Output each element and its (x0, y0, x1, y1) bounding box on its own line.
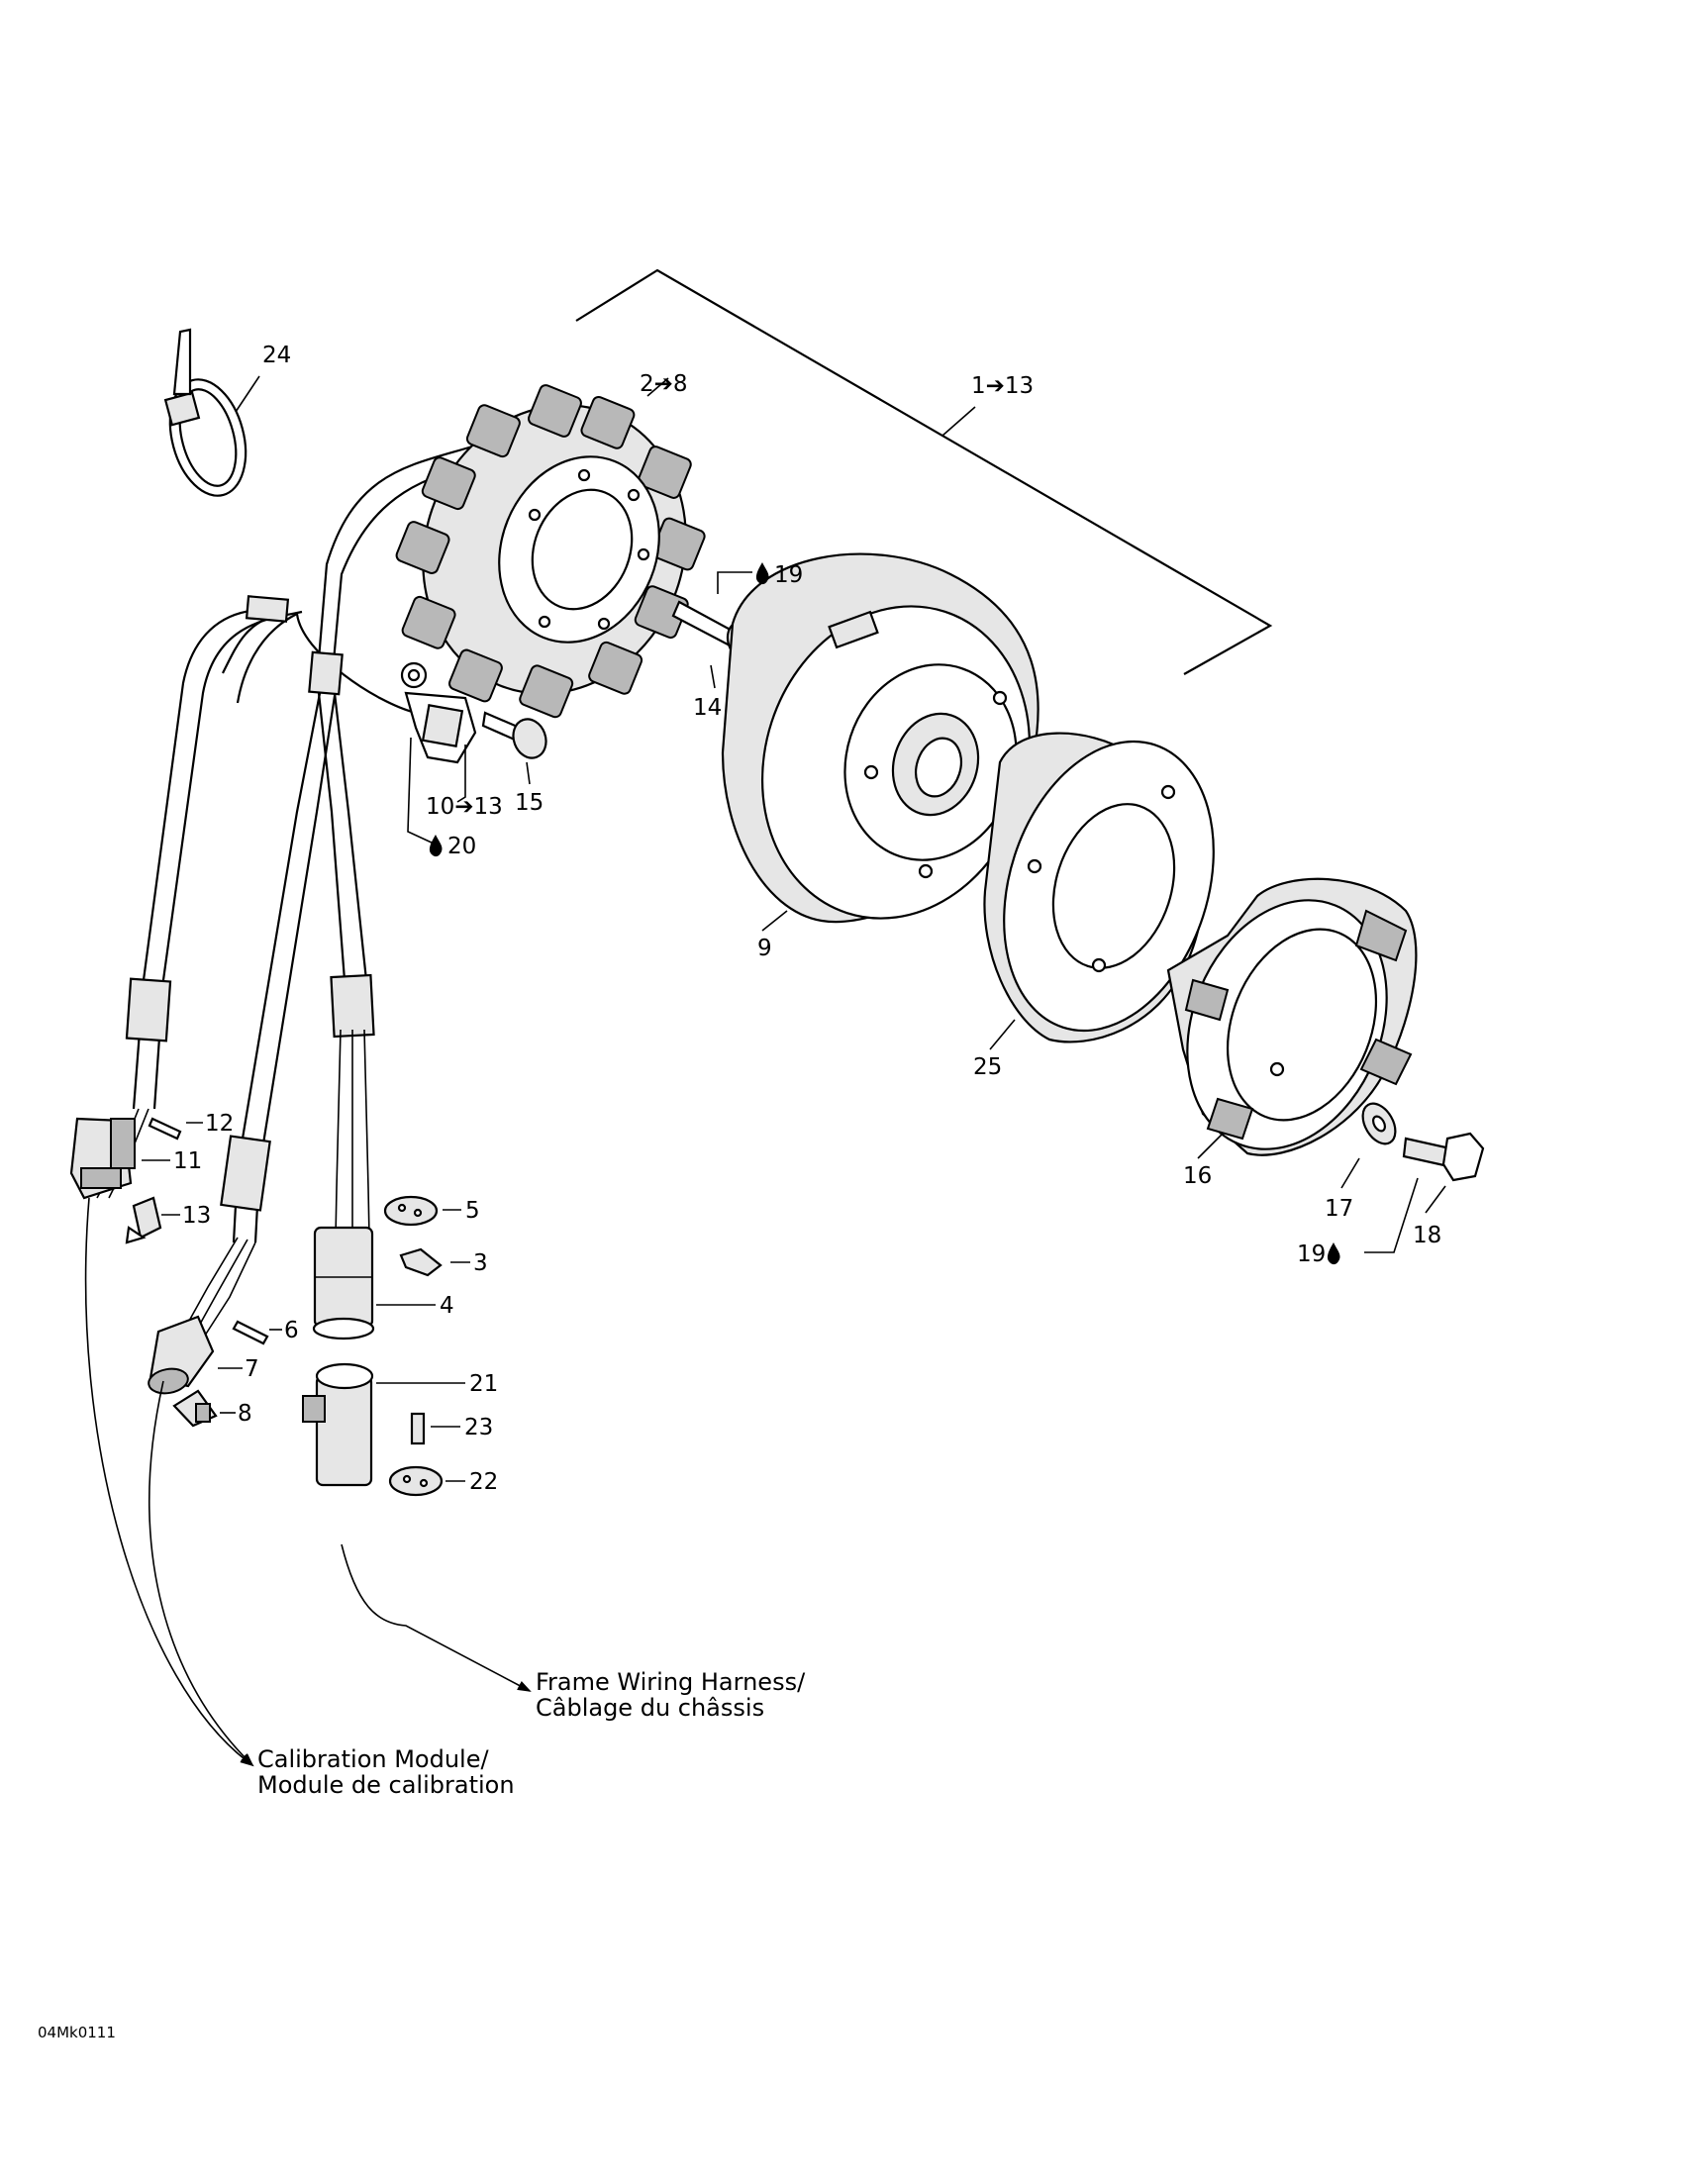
callout-19b: 19 (1297, 1241, 1326, 1267)
cable-tie (163, 328, 248, 497)
frame-harness-caption-line1: Frame Wiring Harness/ (536, 1668, 806, 1696)
callout-2-8: 2➔8 (640, 371, 688, 397)
callout-9: 9 (757, 936, 772, 961)
callout-10-13: 10➔13 (426, 794, 503, 820)
callout-21: 21 (469, 1371, 498, 1397)
adhesive-drop-icon (1327, 1242, 1340, 1265)
callout-4: 4 (440, 1293, 454, 1319)
callout-18: 18 (1413, 1223, 1441, 1248)
pin-12 (148, 1117, 182, 1141)
callout-14: 14 (693, 695, 722, 721)
callout-17: 17 (1325, 1196, 1353, 1222)
callout-7: 7 (245, 1356, 259, 1382)
callout-19a: 19 (774, 562, 803, 588)
seal-22 (388, 1465, 444, 1497)
housing-4 (312, 1226, 375, 1340)
trigger-coil (400, 661, 477, 764)
callout-24: 24 (262, 343, 291, 368)
callout-25: 25 (973, 1054, 1002, 1080)
drive-cup (1166, 877, 1418, 1156)
callout-16: 16 (1183, 1163, 1212, 1189)
callout-22: 22 (469, 1469, 498, 1495)
terminal-23 (410, 1412, 426, 1445)
terminal-3 (399, 1247, 443, 1277)
washer-17 (1361, 1102, 1397, 1145)
frame-harness-caption-line2: Câblage du châssis (536, 1694, 764, 1722)
callout-1-13: 1➔13 (971, 373, 1034, 399)
callout-11: 11 (173, 1148, 202, 1174)
callout-13: 13 (182, 1203, 211, 1229)
callout-20: 20 (447, 834, 476, 859)
diagram-code: 04Mk0111 (38, 2024, 116, 2041)
callout-12: 12 (205, 1111, 234, 1137)
callout-8: 8 (238, 1401, 252, 1427)
connector-7 (148, 1315, 215, 1395)
callout-6: 6 (284, 1318, 299, 1343)
seal-5 (383, 1195, 439, 1227)
bolt-18 (1402, 1132, 1485, 1182)
screw-15 (481, 711, 547, 759)
callout-23: 23 (464, 1415, 493, 1440)
calibration-caption-line1: Calibration Module/ (257, 1745, 489, 1773)
adhesive-drop-icon (429, 835, 443, 857)
callout-5: 5 (465, 1198, 480, 1224)
callout-3: 3 (473, 1250, 488, 1276)
assembly-bracket (575, 268, 1273, 675)
calibration-caption-line2: Module de calibration (257, 1771, 515, 1799)
ring-25 (983, 732, 1215, 1043)
calibration-leader-1 (84, 1197, 254, 1767)
pin-6 (232, 1320, 269, 1345)
calibration-leader-2 (148, 1380, 254, 1767)
plug-8 (172, 1389, 218, 1428)
housing-21 (302, 1362, 374, 1487)
connector-11 (69, 1117, 136, 1200)
frame-harness-leader (341, 1543, 532, 1692)
adhesive-drop-icon (755, 562, 769, 585)
clip-13 (125, 1196, 162, 1244)
flywheel (721, 552, 1040, 924)
callout-15: 15 (515, 790, 544, 816)
stator (395, 384, 706, 719)
